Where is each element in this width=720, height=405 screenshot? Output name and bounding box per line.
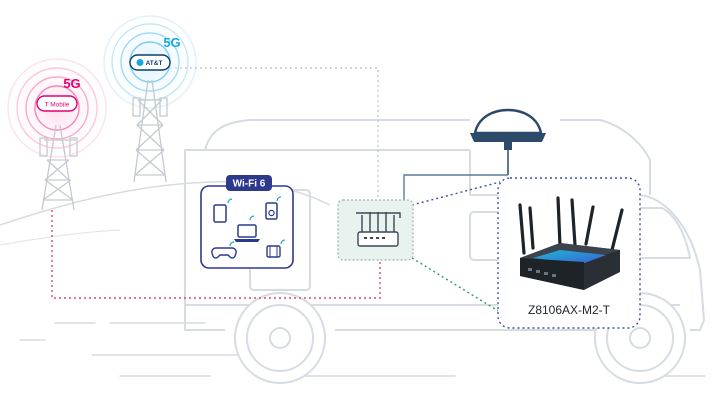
att-band-label: 5G <box>163 35 180 50</box>
router-model-label: Z8106AX-M2-T <box>528 303 611 317</box>
hill-outline <box>0 180 331 226</box>
media-player-icon <box>266 239 286 258</box>
wifi-devices-box: Wi-Fi 6 <box>200 175 294 269</box>
link-gps <box>403 174 508 202</box>
tmobile-logo: T Mobile <box>45 102 70 109</box>
speaker-icon <box>265 196 282 220</box>
att-globe-icon <box>136 59 144 66</box>
laptop-icon <box>234 215 260 242</box>
wifi-label: Wi-Fi 6 <box>233 179 266 190</box>
rv-outline <box>184 119 705 331</box>
tablet-icon <box>213 198 233 223</box>
router-product-card: Z8106AX-M2-T <box>497 177 641 329</box>
att-tower: AT&T 5G <box>102 14 198 183</box>
link-router-blue <box>411 181 501 206</box>
hill-outline-2 <box>0 229 121 246</box>
link-router-green <box>411 257 501 313</box>
tmobile-band-label: 5G <box>63 76 80 91</box>
gamepad-icon <box>211 241 237 259</box>
link-tmobile <box>51 210 381 299</box>
router-icon <box>337 199 414 261</box>
att-logo: AT&T <box>146 60 163 67</box>
gps-antenna-icon <box>470 108 546 175</box>
link-att <box>170 67 379 200</box>
tmobile-tower: T Mobile 5G <box>5 56 109 211</box>
router-product-image <box>518 196 624 290</box>
